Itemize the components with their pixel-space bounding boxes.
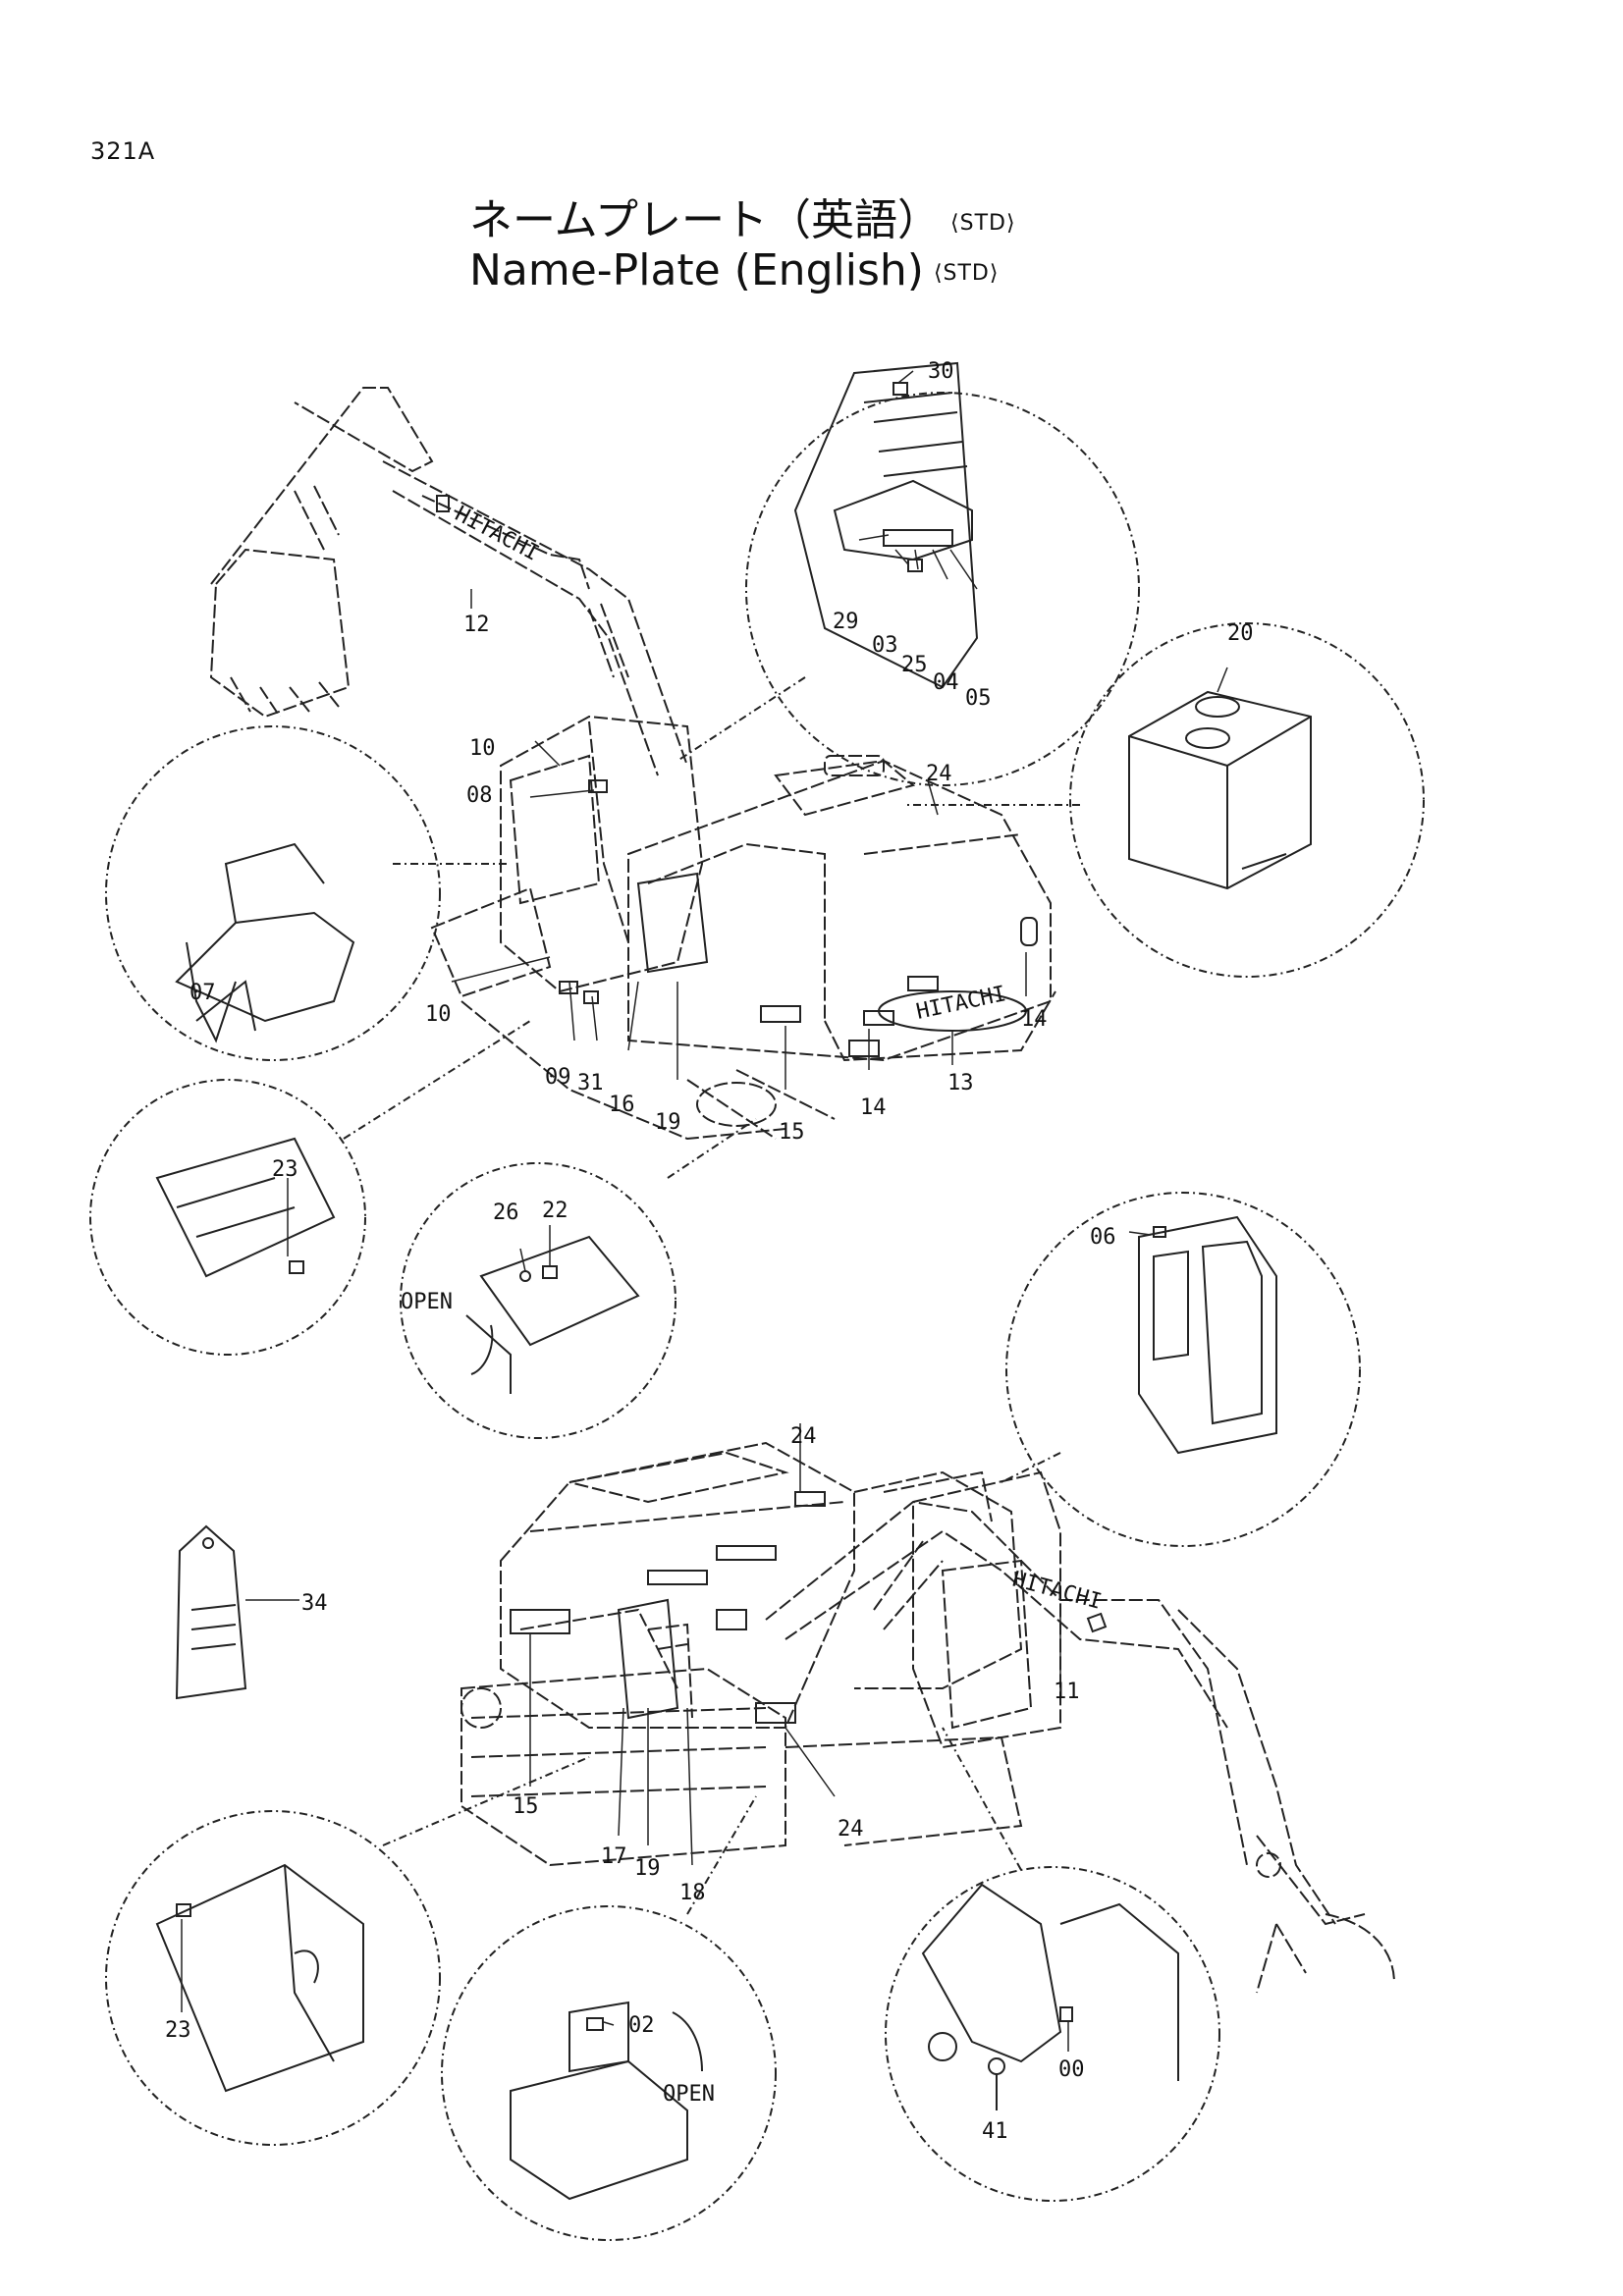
callout-23a: 23 — [272, 1157, 298, 1182]
callout-22: 22 — [542, 1199, 568, 1223]
page-code: 321A — [90, 137, 156, 165]
hitachi-counterweight: HITACHI — [914, 982, 1008, 1025]
callout-15a: 15 — [779, 1120, 805, 1145]
callout-34: 34 — [301, 1591, 328, 1616]
callout-10b: 10 — [425, 1002, 452, 1027]
callout-05: 05 — [965, 686, 992, 711]
callout-18: 18 — [679, 1881, 706, 1905]
callout-11: 11 — [1054, 1680, 1080, 1704]
callout-19b: 19 — [634, 1856, 661, 1881]
callout-29: 29 — [833, 610, 859, 634]
callout-23b: 23 — [165, 2018, 191, 2043]
hitachi-lettering: HITACHI HITACHI HITACHI OPEN OPEN — [401, 502, 1104, 2107]
callout-08: 08 — [466, 783, 493, 808]
leader-lines — [181, 370, 1228, 2052]
title-japanese: ネームプレート（英語） ⟨STD⟩ — [469, 185, 1016, 247]
callout-12: 12 — [463, 613, 490, 637]
lower-excavator-drawing — [460, 1441, 1395, 1994]
callout-15b: 15 — [513, 1794, 539, 1819]
callout-03: 03 — [872, 633, 898, 658]
upper-excavator-drawing — [209, 387, 1056, 1141]
callout-14a: 14 — [1021, 1007, 1048, 1032]
callout-31: 31 — [577, 1071, 604, 1095]
callout-24a: 24 — [926, 762, 952, 786]
callout-numbers: 30 29 03 25 04 05 20 12 10 08 24 07 10 0… — [165, 359, 1254, 2144]
callout-16: 16 — [609, 1093, 635, 1117]
title-english: Name-Plate (English) ⟨STD⟩ — [469, 245, 999, 295]
callout-06: 06 — [1090, 1225, 1116, 1250]
title-en-text: Name-Plate (English) — [469, 245, 924, 295]
std-tag-jp: ⟨STD⟩ — [950, 210, 1016, 236]
callout-07: 07 — [189, 981, 216, 1005]
callout-24c: 24 — [838, 1817, 864, 1842]
detail-drawings — [155, 361, 1312, 2201]
callout-04: 04 — [933, 670, 959, 695]
callout-14b: 14 — [860, 1095, 887, 1120]
callout-19a: 19 — [655, 1110, 681, 1135]
callout-30: 30 — [928, 359, 954, 384]
callout-13: 13 — [947, 1071, 974, 1095]
open-label-a: OPEN — [401, 1290, 453, 1314]
callout-41: 41 — [982, 2119, 1008, 2144]
callout-00: 00 — [1058, 2057, 1085, 2082]
callout-02: 02 — [628, 2013, 655, 2038]
title-jp-text: ネームプレート（英語） — [469, 195, 942, 245]
callout-20: 20 — [1227, 621, 1254, 646]
callout-24b: 24 — [790, 1424, 817, 1449]
callout-09: 09 — [545, 1065, 571, 1090]
callout-10a: 10 — [469, 736, 496, 761]
callout-25: 25 — [901, 653, 928, 677]
detail-circles — [89, 392, 1425, 2241]
std-tag-en: ⟨STD⟩ — [933, 260, 1000, 286]
callout-17: 17 — [601, 1844, 627, 1869]
open-label-b: OPEN — [663, 2082, 715, 2107]
hitachi-boom-top: HITACHI — [451, 502, 543, 566]
callout-26: 26 — [493, 1201, 519, 1225]
